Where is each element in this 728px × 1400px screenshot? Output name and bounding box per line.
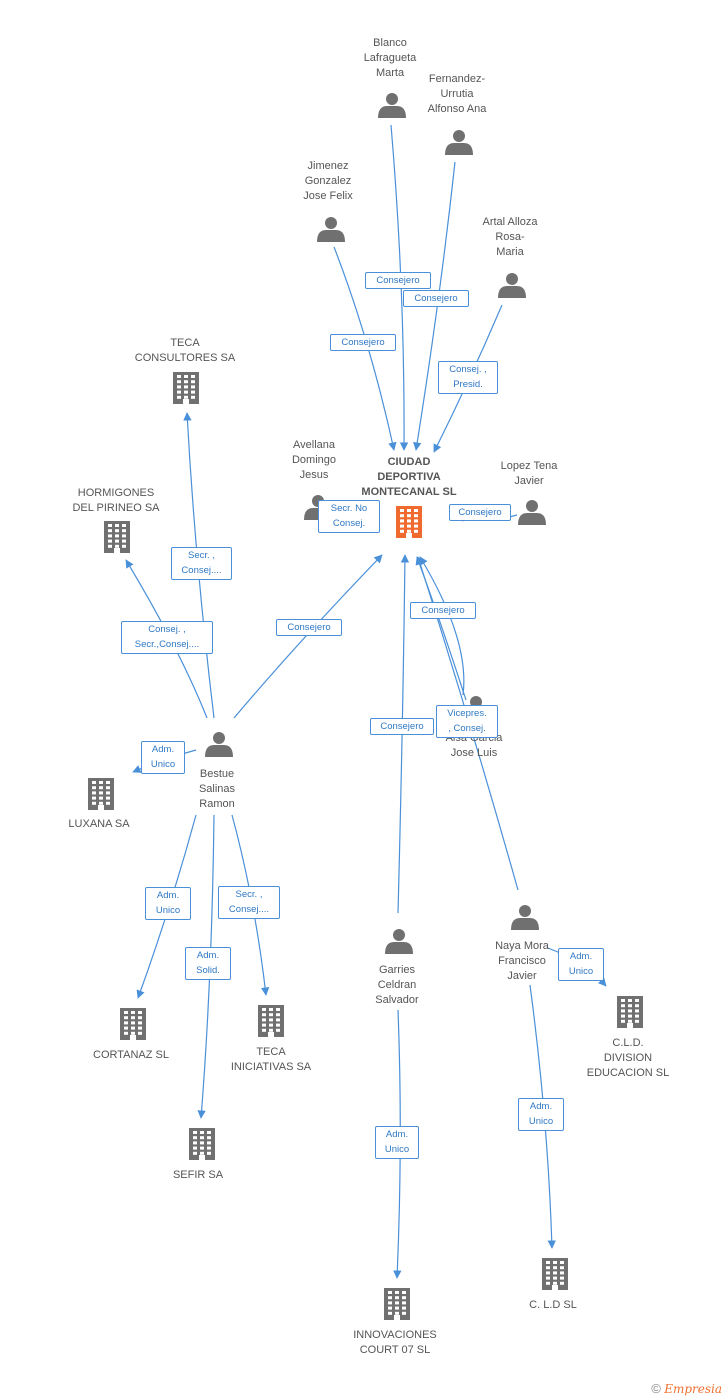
node-label-teca_cons[interactable]: TECA CONSULTORES SA [134, 337, 236, 364]
building-icon-luxana[interactable] [88, 778, 114, 810]
node-label-lopez[interactable]: Lopez Tena Javier [500, 460, 558, 487]
edge-label-avellana-to-ciudad[interactable]: Secr. No Consej. [318, 500, 380, 533]
building-icon-cld_div[interactable] [617, 996, 643, 1028]
copyright-symbol: © [651, 1381, 661, 1396]
node-label-cortanaz[interactable]: CORTANAZ SL [93, 1049, 169, 1061]
edge-label-bestue-to-cortanaz[interactable]: Adm. Unico [145, 887, 191, 920]
person-icon-naya[interactable] [511, 905, 539, 930]
person-icon-garries[interactable] [385, 929, 413, 954]
building-icon-ciudad[interactable] [396, 506, 422, 538]
edge-label-bestue-to-luxana[interactable]: Adm. Unico [141, 741, 185, 774]
edge-label-bestue-to-teca_inic[interactable]: Secr. , Consej.... [218, 886, 280, 919]
edge-label-bestue-to-sefir[interactable]: Adm. Solid. [185, 947, 231, 980]
building-icon-teca_inic[interactable] [258, 1005, 284, 1037]
edge-label-garries-to-ciudad[interactable]: Consejero [370, 718, 434, 735]
edge-label-bestue-to-ciudad[interactable]: Consejero [276, 619, 342, 636]
edge-label-artal-to-ciudad[interactable]: Consej. , Presid. [438, 361, 498, 394]
building-icon-cortanaz[interactable] [120, 1008, 146, 1040]
footer-brand: © Empresia [651, 1381, 722, 1396]
person-icon-jimenez[interactable] [317, 217, 345, 242]
edge-label-naya-to-cld_div[interactable]: Adm. Unico [558, 948, 604, 981]
node-label-artal[interactable]: Artal Alloza Rosa- Maria [482, 216, 538, 258]
edge-bestue-to-ciudad [233, 554, 383, 719]
node-label-blanco[interactable]: Blanco Lafragueta Marta [363, 37, 417, 79]
person-icon-fernandez[interactable] [445, 130, 473, 155]
node-label-hormigones[interactable]: HORMIGONES DEL PIRINEO SA [72, 487, 160, 514]
node-label-sefir[interactable]: SEFIR SA [172, 1169, 224, 1181]
node-label-jimenez[interactable]: Jimenez Gonzalez Jose Felix [303, 160, 353, 202]
node-label-avellana[interactable]: Avellana Domingo Jesus [291, 439, 337, 481]
building-icon-teca_cons[interactable] [173, 372, 199, 404]
person-icon-blanco[interactable] [378, 93, 406, 118]
edge-label-garries-to-innovaciones[interactable]: Adm. Unico [375, 1126, 419, 1159]
node-label-naya[interactable]: Naya Mora Francisco Javier [495, 940, 549, 982]
edge-label-bestue-to-hormigones[interactable]: Consej. , Secr.,Consej.... [121, 621, 213, 654]
edge-label-fernandez-to-ciudad[interactable]: Consejero [403, 290, 469, 307]
edge-label-aisa-to-ciudad[interactable]: Vicepres. , Consej. [436, 705, 498, 738]
node-label-ciudad[interactable]: CIUDAD DEPORTIVA MONTECANAL SL [361, 456, 457, 498]
node-label-garries[interactable]: Garries Celdran Salvador [375, 964, 419, 1006]
node-label-cld_div[interactable]: C.L.D. DIVISION EDUCACION SL [586, 1037, 670, 1079]
node-label-innovaciones[interactable]: INNOVACIONES COURT 07 SL [353, 1329, 437, 1356]
brand-logo-text: Empresia [664, 1382, 722, 1396]
person-icon-bestue[interactable] [205, 732, 233, 757]
edge-label-lopez-to-ciudad[interactable]: Consejero [449, 504, 511, 521]
person-icon-artal[interactable] [498, 273, 526, 298]
edge-label-aisa-to-ciudad[interactable]: Consejero [410, 602, 476, 619]
node-label-fernandez[interactable]: Fernandez- Urrutia Alfonso Ana [427, 73, 487, 115]
node-label-teca_inic[interactable]: TECA INICIATIVAS SA [230, 1046, 312, 1073]
building-icon-sefir[interactable] [189, 1128, 215, 1160]
edge-label-jimenez-to-ciudad[interactable]: Consejero [330, 334, 396, 351]
edge-label-blanco-to-ciudad[interactable]: Consejero [365, 272, 431, 289]
edge-aisa-to-ciudad [419, 556, 465, 696]
building-icon-cld_sl[interactable] [542, 1258, 568, 1290]
node-label-luxana[interactable]: LUXANA SA [68, 818, 130, 830]
edge-label-naya-to-cld_sl[interactable]: Adm. Unico [518, 1098, 564, 1131]
building-icon-hormigones[interactable] [104, 521, 130, 553]
node-label-bestue[interactable]: Bestue Salinas Ramon [198, 768, 236, 810]
building-icon-innovaciones[interactable] [384, 1288, 410, 1320]
edge-label-bestue-to-teca_cons[interactable]: Secr. , Consej.... [171, 547, 232, 580]
node-label-cld_sl[interactable]: C. L.D SL [529, 1299, 577, 1311]
person-icon-lopez[interactable] [518, 500, 546, 525]
